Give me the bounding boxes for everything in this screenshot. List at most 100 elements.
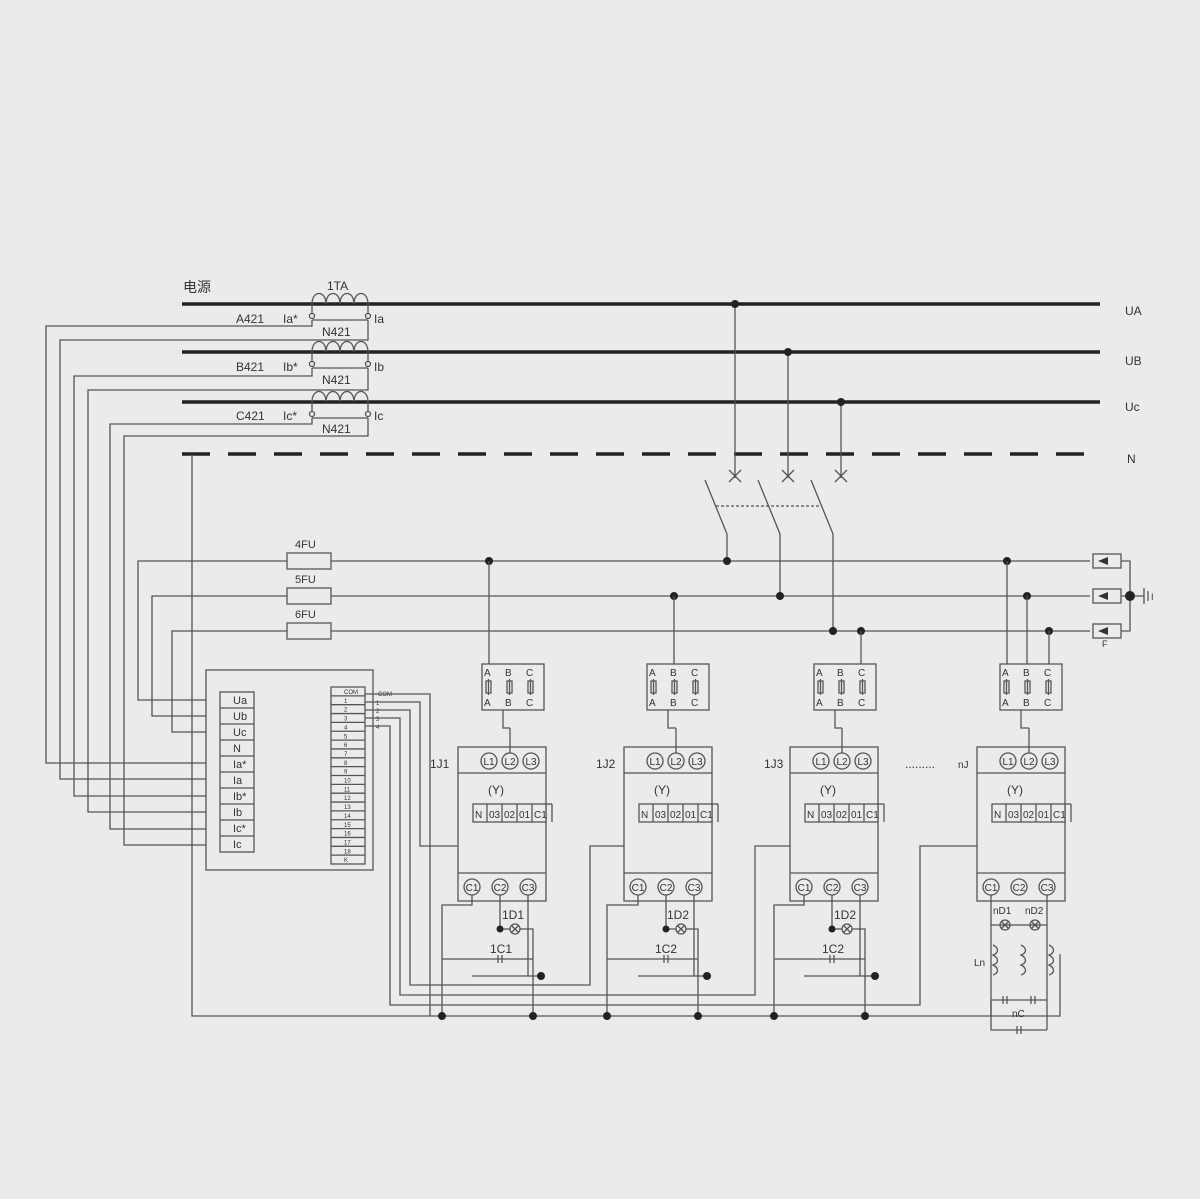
bus-n-label: N [1127,452,1136,466]
contactor-0 [457,746,547,902]
phase-a-star: Ia* [283,312,298,326]
controller-input-3: N [233,743,241,755]
disconnect-switch [704,304,848,631]
fuse-block-bottom-label: B [837,698,844,709]
fuse-block-bottom-label: A [649,698,656,709]
terminal-label: C2 [1013,883,1026,894]
fuse-block-bottom-label: B [1023,698,1030,709]
contactor-pin: 03 [1008,810,1020,821]
fuse-block-top-label: C [691,668,698,679]
contactor-pin: C1 [866,810,879,821]
fuse-block-top-label: A [649,668,656,679]
contactor-3 [976,746,1066,902]
terminal-label: L1 [815,757,827,768]
terminal-label: L3 [691,757,703,768]
com-pin-2: 2 [376,709,380,715]
contactor-pin: 01 [851,810,863,821]
fuse-block-bottom-label: C [1044,698,1051,709]
ground-label: I [1151,592,1154,602]
terminal-label: C3 [522,883,535,894]
terminal-label: C2 [494,883,507,894]
controller-output-19: K [344,858,348,864]
contactor-pin: N [807,810,814,821]
controller-input-8: Ic* [233,823,247,835]
contactor-pin: N [994,810,1001,821]
terminal-label: C3 [688,883,701,894]
bus-ua-label: UA [1125,304,1142,318]
controller-output-0: COM [344,690,358,696]
fuse-block-top-label: C [526,668,533,679]
terminal-label: L3 [1044,757,1056,768]
fuse-block-top-label: B [1023,668,1030,679]
fuse-block-bottom-label: B [670,698,677,709]
phase-b-out: Ib [374,360,384,374]
unit-3-cap: 1C2 [822,942,844,956]
terminal-label: C1 [466,883,479,894]
com-pin-3: 3 [376,717,380,723]
controller-input-1: Ub [233,711,247,723]
controller-input-2: Uc [233,727,247,739]
fuse-block-bottom-label: A [1002,698,1009,709]
arrester-label: F [1102,639,1108,649]
contactor-coil-label: (Y) [1007,783,1023,797]
fuse-block-top-label: A [1002,668,1009,679]
terminal-label: L2 [670,757,682,768]
terminal-label: C1 [798,883,811,894]
controller-output-17: 17 [344,840,351,846]
terminal-label: C1 [632,883,645,894]
controller-output-11: 11 [344,787,351,793]
unit-n-name: nJ [958,760,969,771]
surge-arresters [1092,553,1149,639]
terminal-label: C2 [660,883,673,894]
contactor-pin: N [641,810,648,821]
terminal-label: L1 [1002,757,1014,768]
terminal-label: L1 [483,757,495,768]
controller-output-8: 8 [344,761,348,767]
com-pin-4: 4 [376,725,380,731]
terminal-label: C2 [826,883,839,894]
contactor-pin: C1 [1053,810,1066,821]
contactor-coil-label: (Y) [488,783,504,797]
fuse-block-3 [999,663,1063,711]
phase-a-label: A421 [236,312,264,326]
contactor-coil-label: (Y) [654,783,670,797]
controller-output-7: 7 [344,752,348,758]
com-label: COM [378,692,392,698]
contactor-pin: 02 [670,810,682,821]
contactor-pin: 03 [821,810,833,821]
bus-bars [182,302,1100,456]
controller-output-2: 2 [344,708,348,714]
contactor-1 [623,746,713,902]
fuse-block-bottom-label: A [484,698,491,709]
fuse-block-bottom-label: C [858,698,865,709]
power-source-title: 电源 [183,279,211,295]
ct-label: 1TA [327,279,348,293]
contactor-pin: 02 [836,810,848,821]
fuse-6fu: 6FU [295,609,316,621]
contactor-pin: 02 [504,810,516,821]
phase-c-out: Ic [374,409,383,423]
unit-n-lamp1: nD1 [993,906,1012,917]
fuse-block-1 [646,663,710,711]
contactor-pin: 01 [1038,810,1050,821]
controller-output-18: 18 [344,849,351,855]
controller-output-5: 5 [344,734,348,740]
terminal-label: L2 [504,757,516,768]
fuse-block-top-label: B [505,668,512,679]
phase-a-n: N421 [322,325,351,339]
controller-input-5: Ia [233,775,243,787]
fuse-block-top-label: C [858,668,865,679]
unit-n-cap: nC [1012,1009,1025,1020]
unit-n-reactor: Ln [974,958,985,969]
unit-3-lamp: 1D2 [834,908,856,922]
controller-input-0: Ua [233,695,248,707]
contactor-pin: N [475,810,482,821]
contactor-coil-label: (Y) [820,783,836,797]
controller-output-1: 1 [344,699,348,705]
fuse-block-top-label: C [1044,668,1051,679]
unit-2-lamp: 1D2 [667,908,689,922]
phase-b-label: B421 [236,360,264,374]
controller-output-16: 16 [344,832,351,838]
controller-output-14: 14 [344,814,351,820]
